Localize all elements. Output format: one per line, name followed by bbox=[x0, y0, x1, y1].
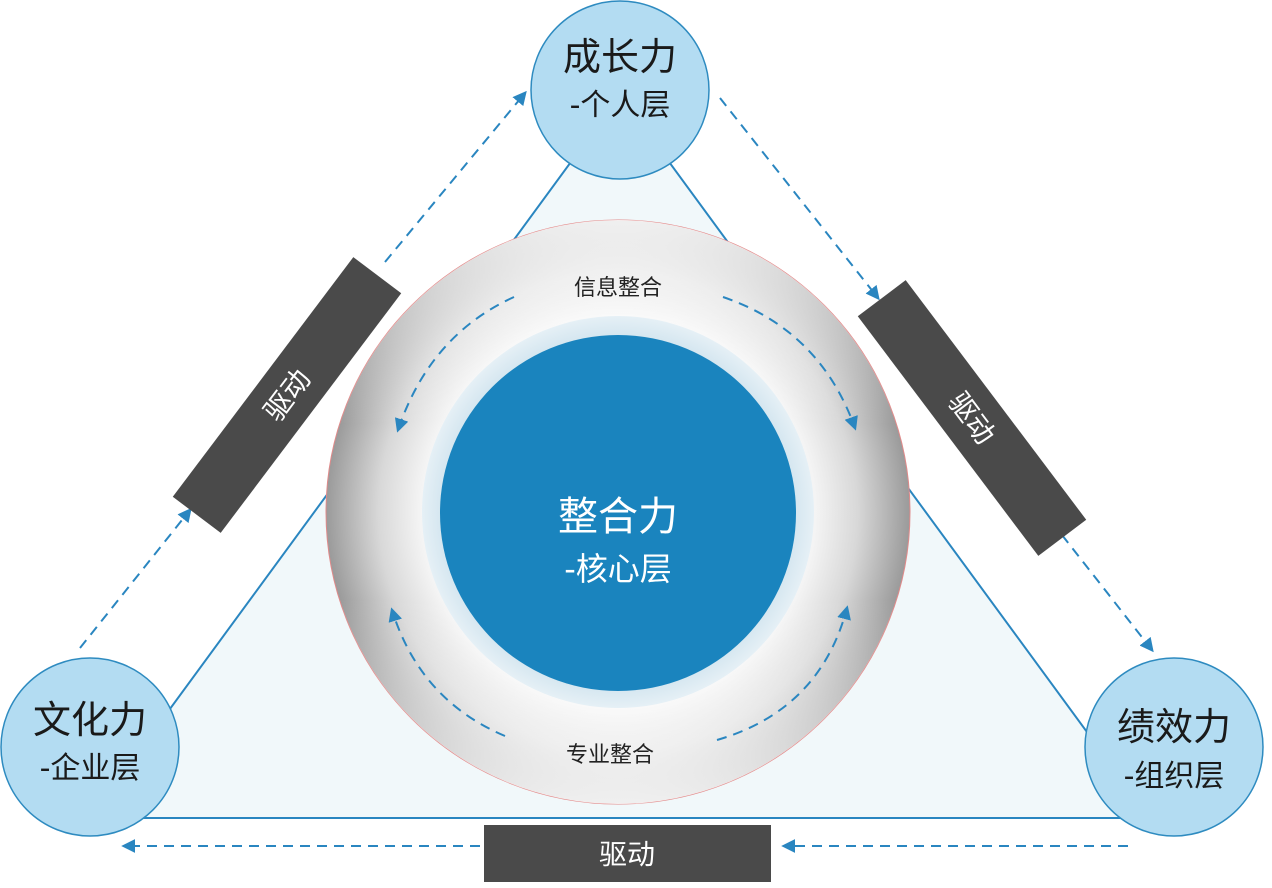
node-right-subtitle: -组织层 bbox=[1124, 759, 1225, 794]
ring-top-label: 信息整合 bbox=[574, 276, 662, 301]
ring-arrow-bottom-right bbox=[716, 605, 851, 741]
core-title: 整合力 bbox=[558, 494, 678, 540]
ring-arrow-top-right bbox=[722, 296, 858, 431]
ring-arrow-bottom-left bbox=[388, 607, 506, 737]
driver-box-bottom: 驱动 bbox=[484, 825, 771, 882]
drive-arrow-left-lower bbox=[79, 507, 192, 649]
drive-arrow-left-upper bbox=[384, 90, 527, 263]
node-left-subtitle: -企业层 bbox=[40, 751, 141, 786]
node-top: 成长力 -个人层 bbox=[530, 0, 710, 180]
ring-bottom-label: 专业整合 bbox=[566, 743, 654, 768]
driver-label-bottom: 驱动 bbox=[599, 838, 655, 871]
node-right-title: 绩效力 bbox=[1117, 705, 1231, 749]
node-left-title: 文化力 bbox=[33, 698, 147, 742]
driver-box-right: 驱动 bbox=[857, 280, 1087, 556]
node-right: 绩效力 -组织层 bbox=[1084, 657, 1264, 837]
driver-box-left: 驱动 bbox=[172, 257, 402, 533]
node-top-title: 成长力 bbox=[563, 35, 677, 79]
ring-arrow-top-left bbox=[394, 296, 515, 433]
node-top-subtitle: -个人层 bbox=[570, 88, 671, 123]
drive-arrow-right-upper bbox=[719, 97, 880, 301]
node-left: 文化力 -企业层 bbox=[0, 657, 180, 837]
core-circle bbox=[440, 335, 796, 691]
core-subtitle: -核心层 bbox=[564, 550, 672, 588]
drive-arrow-right-lower bbox=[1061, 534, 1154, 653]
